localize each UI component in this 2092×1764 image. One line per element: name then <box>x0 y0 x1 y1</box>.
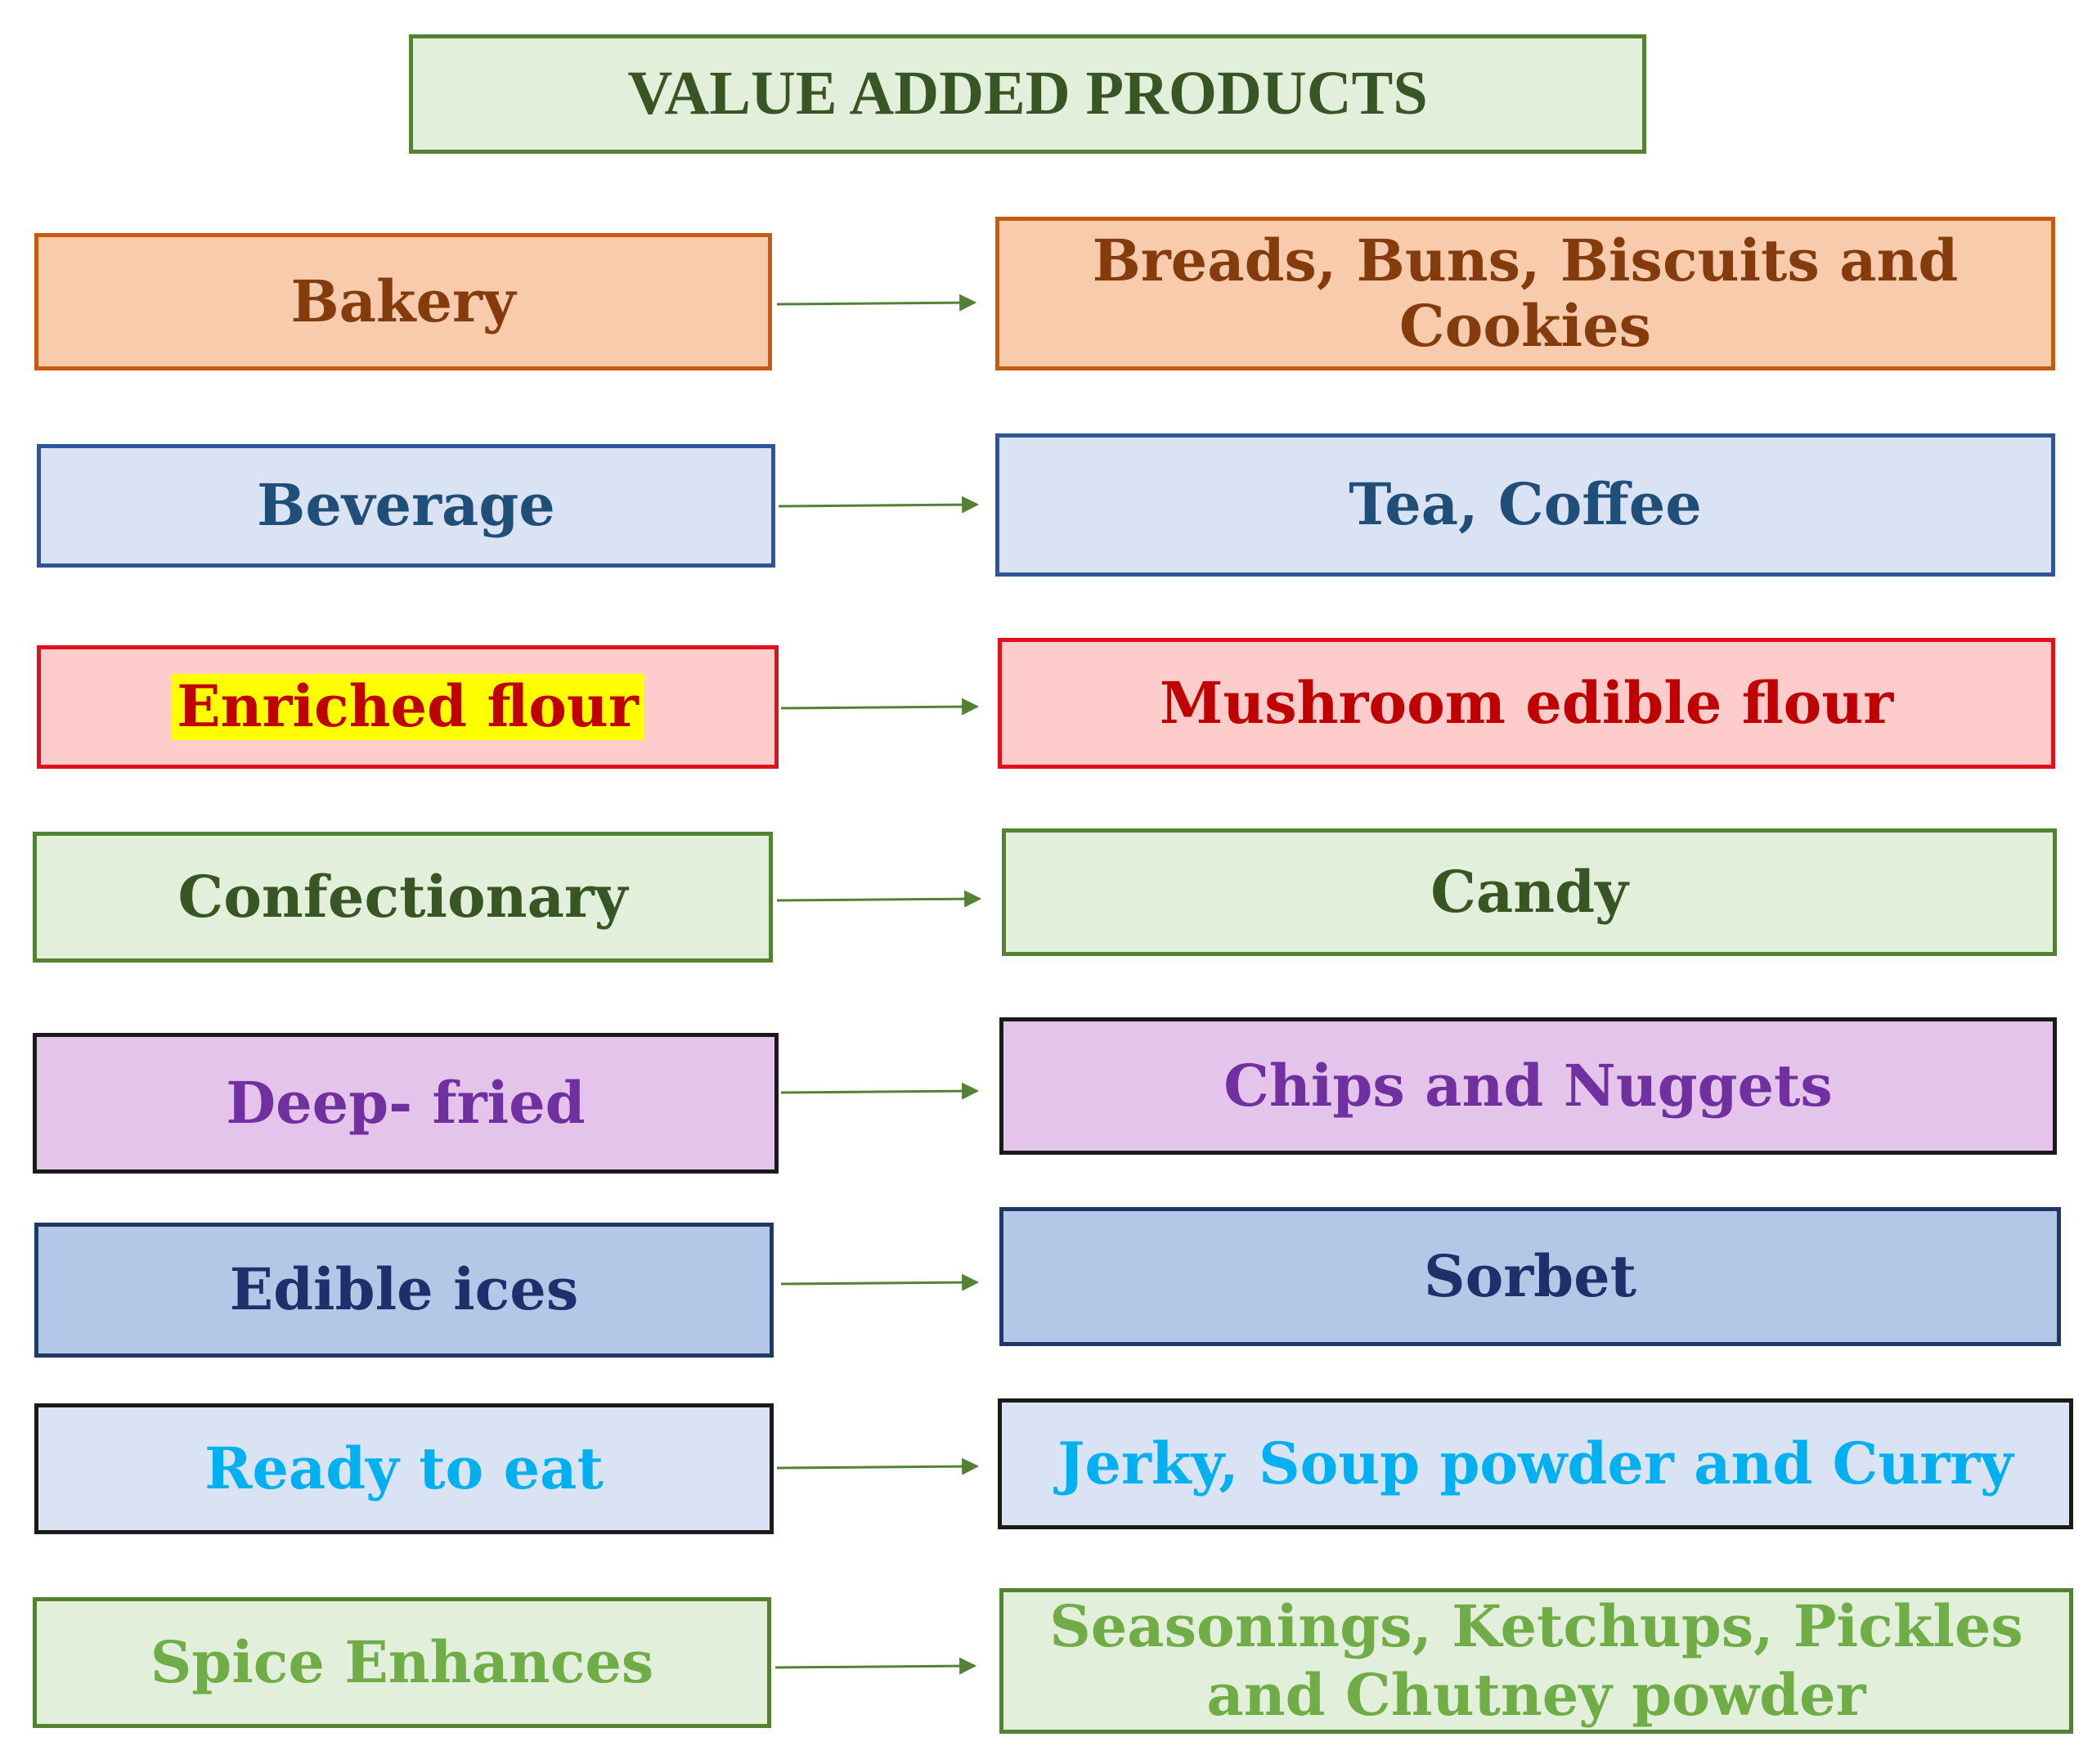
category-label: Deep- fried <box>226 1068 586 1137</box>
product-label: Mushroom edible flour <box>1159 668 1894 737</box>
product-label: Candy <box>1430 857 1628 926</box>
product-box-enriched-flour: Mushroom edible flour <box>998 638 2055 769</box>
category-label: Confectionary <box>177 862 628 931</box>
product-label: Tea, Coffee <box>1349 470 1702 539</box>
category-label: Enriched flour <box>172 674 644 740</box>
category-label: Edible ices <box>229 1255 579 1324</box>
category-box-spice-enhances: Spice Enhances <box>33 1597 771 1728</box>
product-box-bakery: Breads, Buns, Biscuits and Cookies <box>995 217 2055 370</box>
product-box-edible-ices: Sorbet <box>999 1207 2061 1346</box>
category-box-confectionary: Confectionary <box>33 832 773 963</box>
arrow-ready-to-eat <box>776 1457 980 1475</box>
arrow-enriched-flour <box>780 698 980 716</box>
category-box-ready-to-eat: Ready to eat <box>34 1403 774 1534</box>
product-box-spice-enhances: Seasonings, Ketchups, Pickles and Chutne… <box>999 1588 2073 1734</box>
arrow-edible-ices <box>780 1273 980 1291</box>
category-label: Bakery <box>290 267 516 335</box>
arrow-bakery <box>776 294 977 312</box>
product-label: Jerky, Soup powder and Curry <box>1057 1429 2013 1497</box>
category-box-bakery: Bakery <box>34 233 772 370</box>
category-label: Spice Enhances <box>150 1627 654 1696</box>
category-label: Beverage <box>257 471 555 540</box>
product-box-confectionary: Candy <box>1002 828 2057 956</box>
product-box-deep-fried: Chips and Nuggets <box>999 1017 2057 1155</box>
product-label: Chips and Nuggets <box>1223 1051 1833 1120</box>
diagram-title: VALUE ADDED PRODUCTS <box>409 34 1646 154</box>
product-box-ready-to-eat: Jerky, Soup powder and Curry <box>998 1398 2073 1529</box>
product-label: Sorbet <box>1424 1241 1636 1310</box>
product-label: Seasonings, Ketchups, Pickles and Chutne… <box>1049 1592 2023 1729</box>
arrow-confectionary <box>776 890 982 908</box>
category-box-beverage: Beverage <box>37 444 775 568</box>
arrow-spice-enhances <box>774 1657 977 1675</box>
category-box-deep-fried: Deep- fried <box>33 1033 779 1174</box>
category-box-edible-ices: Edible ices <box>34 1223 774 1358</box>
category-box-enriched-flour: Enriched flour <box>37 645 779 769</box>
product-label: Breads, Buns, Biscuits and Cookies <box>1092 226 1959 360</box>
arrow-deep-fried <box>780 1082 980 1100</box>
arrow-beverage <box>778 496 980 514</box>
product-box-beverage: Tea, Coffee <box>995 433 2055 577</box>
category-label: Ready to eat <box>204 1434 604 1502</box>
